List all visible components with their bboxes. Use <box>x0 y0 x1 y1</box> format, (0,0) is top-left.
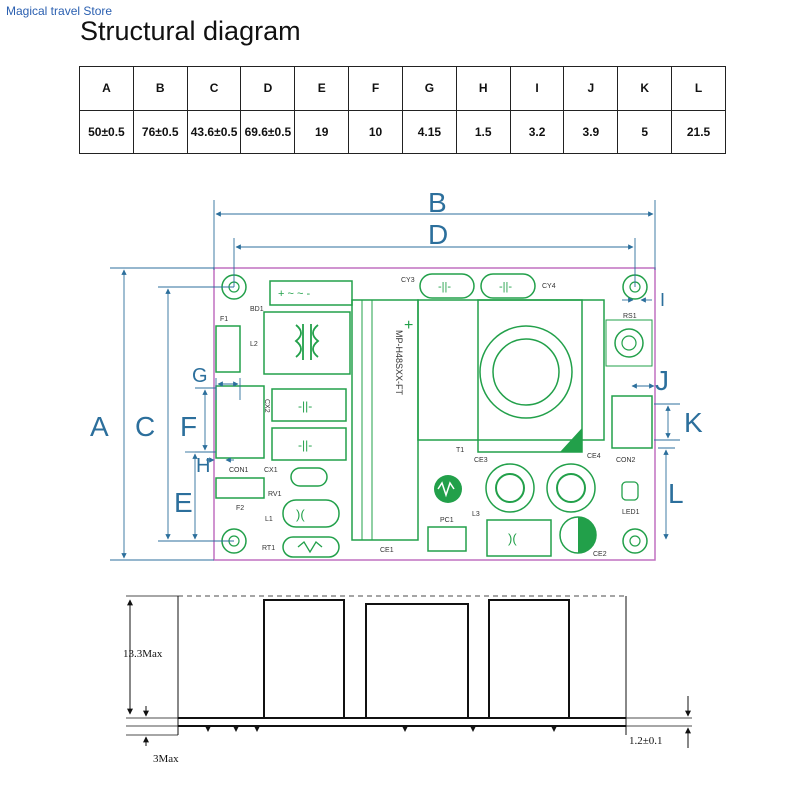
label-con2: CON2 <box>616 457 636 464</box>
label-cx1: CX1 <box>264 467 278 474</box>
label-con1: CON1 <box>229 467 249 474</box>
bridge-rectifier <box>269 280 353 306</box>
dim-label-a: A <box>90 411 109 442</box>
header-cell: E <box>294 66 350 111</box>
dim-label-j: J <box>655 365 669 396</box>
board-top-view: + ~ ~ - BD1 F1 L2 -||- -||- CX2 CON1 CX1… <box>213 267 656 561</box>
connector-con2 <box>611 395 653 449</box>
value-cell: 69.6±0.5 <box>240 109 296 154</box>
bottom-max-label: 3Max <box>153 753 179 765</box>
label-led1: LED1 <box>622 509 640 516</box>
dimension-lines <box>110 200 680 561</box>
svg-text:)(: )( <box>296 507 305 522</box>
led <box>621 481 639 501</box>
inductor-l2 <box>263 311 351 375</box>
thickness-label: 1.2±0.1 <box>629 735 663 747</box>
svg-text:+ ~ ~ -: + ~ ~ - <box>278 288 310 300</box>
capacitor-ce3 <box>485 463 535 513</box>
label-ce4: CE4 <box>587 453 601 460</box>
label-bd1: BD1 <box>250 306 264 313</box>
svg-text:-||-: -||- <box>298 438 312 452</box>
label-pc1: PC1 <box>440 517 454 524</box>
side-view-pins <box>205 726 557 732</box>
board-side-view <box>126 595 692 736</box>
label-rs1: RS1 <box>623 313 637 320</box>
svg-text:-||-: -||- <box>499 281 512 293</box>
thermistor-rt1 <box>282 536 340 558</box>
dim-label-f: F <box>180 411 197 442</box>
label-l1: L1 <box>265 516 273 523</box>
fuse-f1 <box>215 325 241 373</box>
capacitor-ce4 <box>546 463 596 513</box>
dim-label-i: I <box>660 290 665 310</box>
label-l2: L2 <box>250 341 258 348</box>
label-cx2: CX2 <box>263 399 270 413</box>
label-transformer: MP-H48SXX-FT <box>394 330 404 396</box>
svg-text:-||-: -||- <box>298 399 312 413</box>
store-name: Magical travel Store <box>6 4 113 18</box>
value-cell: 4.15 <box>401 109 457 154</box>
fuse-f2 <box>215 477 265 499</box>
dim-label-g: G <box>192 365 208 387</box>
page-title: Structural diagram <box>80 16 301 46</box>
table-value-row: 50±0.5 76±0.5 43.6±0.5 69.6±0.5 19 10 4.… <box>79 109 726 154</box>
height-max-label: 13.3Max <box>123 648 163 660</box>
svg-text:-||-: -||- <box>438 281 451 293</box>
label-ce3: CE3 <box>474 457 488 464</box>
value-cell: 21.5 <box>671 109 726 154</box>
svg-text:+: + <box>404 317 413 334</box>
value-cell: 43.6±0.5 <box>186 109 242 154</box>
value-cell: 3.9 <box>563 109 619 154</box>
varistor-rv1 <box>290 467 328 487</box>
label-cy4: CY4 <box>542 283 556 290</box>
label-rt1: RT1 <box>262 545 275 552</box>
dim-label-c: C <box>135 411 155 442</box>
value-cell: 76±0.5 <box>132 109 188 154</box>
side-dimension-lines <box>127 599 691 748</box>
label-rv1: RV1 <box>268 491 282 498</box>
svg-text:)(: )( <box>508 531 517 546</box>
label-cy3: CY3 <box>401 277 415 284</box>
dim-label-b: B <box>428 187 447 218</box>
label-f1: F1 <box>220 316 228 323</box>
table-header-row: A B C D E F G H I J K L <box>79 66 726 111</box>
potentiometer-rs1 <box>614 328 644 358</box>
value-cell: 10 <box>348 109 403 154</box>
capacitor-cy3 <box>419 273 475 299</box>
label-ce1: CE1 <box>380 547 394 554</box>
dim-label-k: K <box>684 407 703 438</box>
header-cell: L <box>671 66 726 111</box>
value-cell: 19 <box>294 109 350 154</box>
mounting-hole <box>622 528 648 554</box>
dim-label-e: E <box>174 487 193 518</box>
header-cell: D <box>240 66 296 111</box>
header-cell: I <box>509 66 565 111</box>
inductor-l3 <box>486 519 552 557</box>
label-t1: T1 <box>456 447 464 454</box>
dimension-table: A B C D E F G H I J K L 50±0.5 76±0.5 43… <box>79 66 726 154</box>
capacitor-cx2-a <box>271 388 347 422</box>
label-f2: F2 <box>236 505 244 512</box>
inductor-l1 <box>282 499 340 528</box>
value-cell: 3.2 <box>509 109 565 154</box>
label-l3: L3 <box>472 511 480 518</box>
capacitor-cx2-b <box>271 427 347 461</box>
dim-label-l: L <box>668 478 684 509</box>
capacitor-cy4 <box>480 273 536 299</box>
label-ce2: CE2 <box>593 551 607 558</box>
dim-label-h: H <box>196 455 210 477</box>
optocoupler-pc1 <box>427 526 467 552</box>
dim-label-d: D <box>428 219 448 250</box>
